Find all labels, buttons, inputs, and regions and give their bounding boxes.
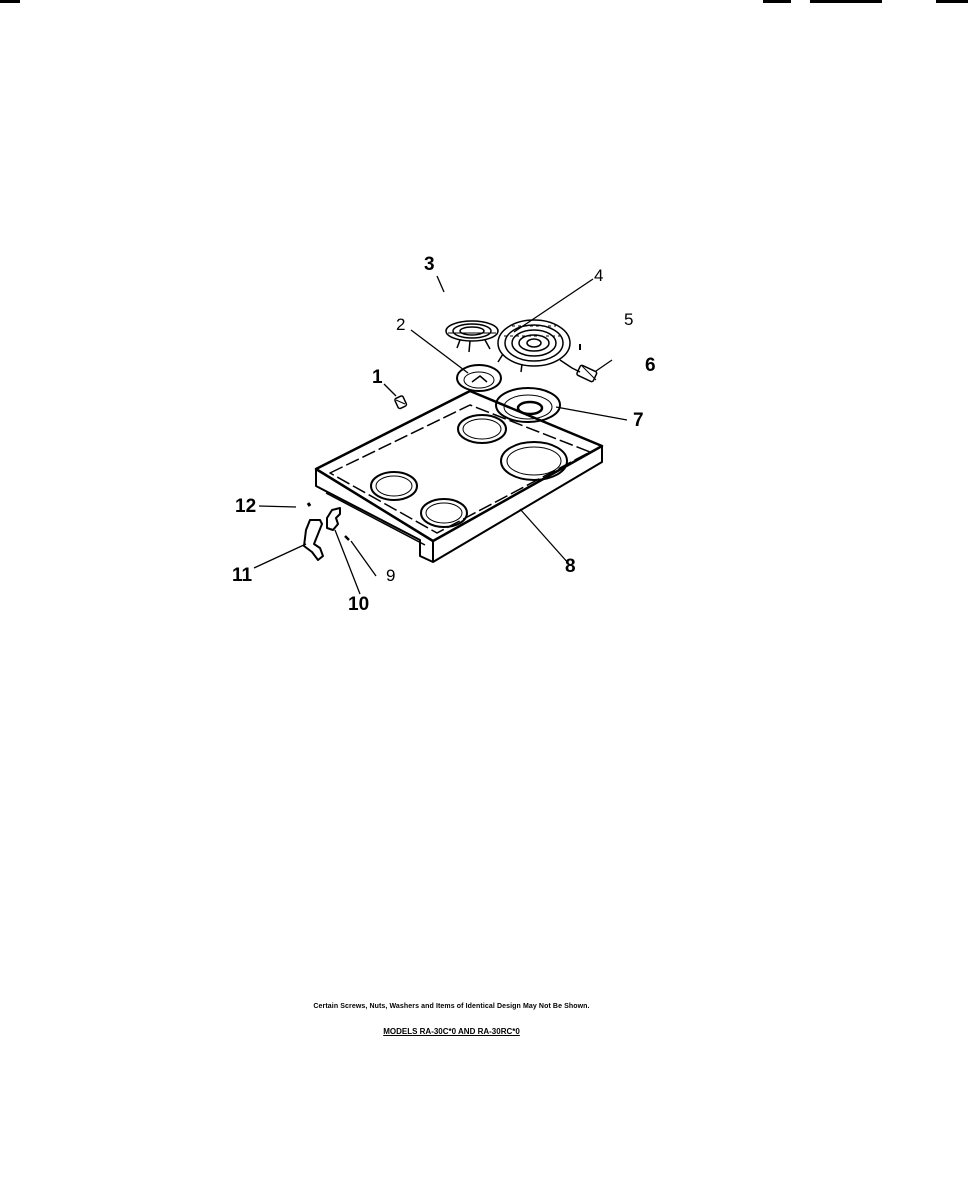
- callout-5: 5: [624, 310, 634, 329]
- callout-4: 4: [594, 266, 604, 285]
- callout-10: 10: [348, 594, 370, 615]
- callout-7: 7: [633, 410, 644, 431]
- front-bracket: [303, 519, 324, 561]
- edge-mark-right-2: [810, 0, 882, 3]
- cooktop-frame: [314, 389, 604, 563]
- edge-mark-right-1: [763, 0, 791, 3]
- callout-3: 3: [424, 254, 435, 275]
- callout-8: 8: [565, 556, 576, 577]
- callout-1: 1: [372, 367, 383, 388]
- callout-2: 2: [396, 315, 406, 334]
- small-clip: [306, 502, 312, 507]
- small-surface-element: [445, 320, 499, 353]
- leader-lines: [253, 275, 628, 595]
- large-drip-bowl: [495, 387, 561, 423]
- models-caption: MODELS RA-30C*0 AND RA-30RC*0: [0, 1027, 903, 1036]
- edge-mark-right-3: [936, 0, 968, 3]
- callout-6: 6: [645, 355, 656, 376]
- front-clip: [326, 507, 341, 531]
- mounting-screw: [394, 395, 408, 410]
- footnote: Certain Screws, Nuts, Washers and Items …: [313, 1003, 590, 1010]
- large-surface-element: [497, 319, 571, 373]
- clip-screw: [344, 535, 350, 541]
- element-receptacle: [559, 359, 598, 383]
- callout-9: 9: [386, 566, 396, 585]
- callout-11: 11: [232, 565, 253, 586]
- small-drip-bowl: [456, 364, 502, 392]
- edge-mark-left: [0, 0, 20, 3]
- models-label: MODELS RA-30C*0 AND RA-30RC*0: [383, 1027, 520, 1036]
- callout-12: 12: [235, 496, 257, 517]
